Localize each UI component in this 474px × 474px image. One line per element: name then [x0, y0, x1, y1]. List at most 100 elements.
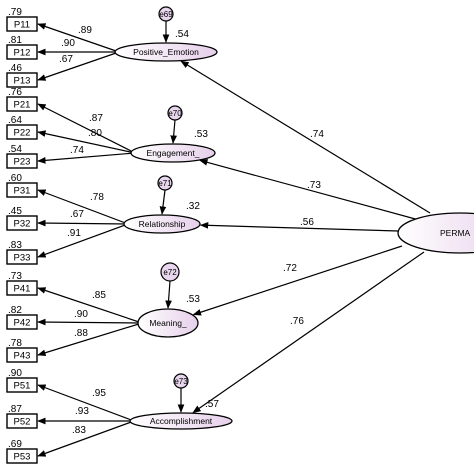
loading-arrow-p53: [37, 420, 135, 457]
indicator-box-p51: [6, 377, 38, 393]
indicator-box-p23: [6, 153, 38, 169]
indicator-label-p12: P12: [14, 48, 31, 59]
indicator-r2-p21: .76: [8, 87, 22, 98]
loading-arrow-p42: [37, 318, 143, 326]
indicator-box-p21: [6, 96, 38, 112]
loading-value-p32: .67: [70, 209, 84, 220]
indicator-label-p41: P41: [14, 284, 31, 295]
second-order-loading-relationship: .56: [300, 217, 314, 228]
indicator-box-p11: [6, 16, 38, 32]
error-arrow-e71: [159, 189, 167, 215]
loading-value-p42: .90: [74, 309, 88, 320]
factor-engagement: [130, 143, 216, 163]
factor-r2-positive-emotion: .54: [175, 29, 189, 40]
loading-value-p31: .78: [90, 192, 104, 203]
indicator-box-p32: [6, 215, 38, 231]
error-label-e71: e71: [158, 179, 172, 188]
loading-arrow-p22: [37, 130, 136, 154]
loading-arrow-p23: [37, 152, 136, 164]
indicator-label-p52: P52: [14, 417, 31, 428]
loading-value-p41: .85: [92, 290, 106, 301]
indicator-label-p11: P11: [14, 20, 30, 31]
indicator-box-p31: [6, 182, 38, 198]
factor-r2-relationship: .32: [186, 201, 200, 212]
indicator-r2-p42: .82: [8, 305, 22, 316]
factor-relationship: [123, 214, 201, 234]
loading-value-p13: .67: [59, 54, 73, 65]
indicator-box-p22: [6, 124, 38, 140]
second-order-arrow-positive-emotion: [180, 60, 431, 214]
factor-label-relationship: Relationship: [139, 219, 186, 229]
indicator-r2-p12: .81: [8, 35, 22, 46]
loading-arrow-p32: [37, 219, 129, 227]
indicator-label-p53: P53: [14, 452, 31, 463]
indicator-r2-p32: .45: [8, 206, 22, 217]
second-order-loading-engagement: .73: [307, 180, 321, 191]
shape-layer: [6, 6, 474, 464]
error-term-e73: [173, 373, 189, 389]
indicator-box-p12: [6, 44, 38, 60]
indicator-r2-p43: .78: [8, 338, 22, 349]
error-term-e69: [158, 6, 174, 22]
indicator-r2-p41: .73: [8, 271, 22, 282]
second-order-arrow-engagement: [199, 159, 420, 221]
indicator-label-p33: P33: [14, 253, 31, 264]
error-term-e72: [160, 262, 180, 282]
loading-arrow-p41: [37, 287, 143, 324]
second-order-loading-accomplishment: .76: [290, 316, 304, 327]
indicator-box-p13: [6, 72, 38, 88]
indicator-label-p31: P31: [14, 186, 31, 197]
factor-accomplishment: [129, 412, 233, 430]
indicator-box-p42: [6, 314, 38, 330]
second-order-arrow-relationship: [199, 222, 399, 232]
indicator-box-p33: [6, 249, 38, 265]
loading-value-p11: .89: [78, 25, 92, 36]
error-arrow-e70: [170, 119, 178, 144]
error-term-e71: [157, 175, 173, 191]
loading-value-p22: .80: [88, 128, 102, 139]
error-label-e69: e69: [159, 10, 173, 19]
factor-r2-engagement: .53: [194, 129, 208, 140]
error-arrow-e72: [165, 280, 172, 309]
loading-arrow-p51: [37, 384, 135, 422]
indicator-r2-p51: .90: [8, 368, 22, 379]
loading-arrow-p21: [37, 103, 136, 154]
factor-label-engagement: Engagement_: [147, 148, 200, 158]
error-label-e72: e72: [163, 268, 177, 277]
indicator-r2-p22: .64: [8, 115, 22, 126]
second-order-loading-meaning: .72: [283, 263, 297, 274]
loading-value-p52: .93: [75, 406, 89, 417]
factor-meaning: [137, 308, 199, 338]
indicator-label-p13: P13: [14, 76, 31, 87]
second-order-factor: [397, 212, 474, 254]
loading-value-p43: .88: [74, 328, 88, 339]
indicator-label-p43: P43: [14, 351, 31, 362]
indicator-r2-p23: .54: [8, 144, 22, 155]
indicator-r2-p52: .87: [8, 404, 22, 415]
loading-value-p51: .95: [92, 388, 106, 399]
label-layer: PERMAPositive_Emotione69.54P11.79.89P12.…: [8, 7, 471, 463]
error-term-e70: [167, 105, 183, 121]
error-label-e73: e73: [174, 377, 188, 386]
second-order-arrow-meaning: [192, 245, 403, 316]
loading-value-p23: .74: [70, 145, 84, 156]
indicator-box-p41: [6, 280, 38, 296]
indicator-r2-p31: .60: [8, 173, 22, 184]
factor-label-positive-emotion: Positive_Emotion: [133, 47, 199, 57]
factor-positive-emotion: [114, 42, 218, 62]
indicator-r2-p53: .69: [8, 439, 22, 450]
arrow-layer: [37, 21, 431, 457]
loading-arrow-p33: [37, 223, 129, 258]
indicator-box-p43: [6, 347, 38, 363]
indicator-r2-p33: .83: [8, 240, 22, 251]
indicator-label-p21: P21: [14, 100, 31, 111]
factor-label-meaning: Meaning_: [149, 318, 187, 328]
indicator-label-p51: P51: [14, 381, 31, 392]
second-order-arrow-accomplishment: [192, 251, 425, 414]
loading-value-p53: .83: [72, 425, 86, 436]
indicator-label-p22: P22: [14, 128, 31, 139]
indicator-box-p52: [6, 413, 38, 429]
loading-arrow-p43: [37, 322, 143, 356]
indicator-label-p42: P42: [14, 318, 31, 329]
